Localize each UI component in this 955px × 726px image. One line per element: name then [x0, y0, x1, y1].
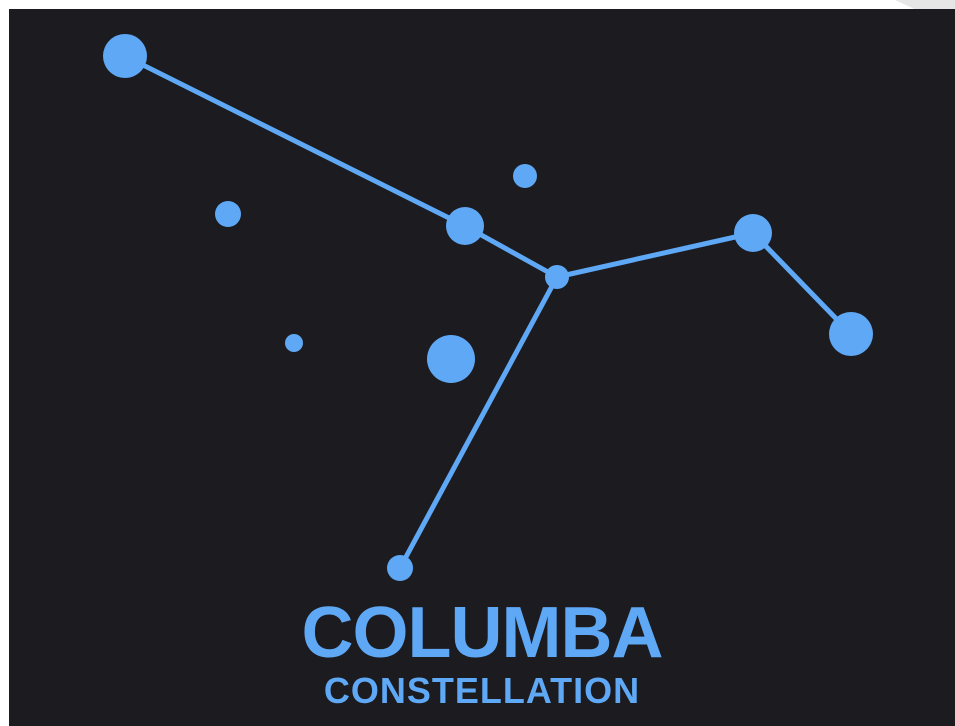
star-bottom: [387, 555, 413, 581]
line-gamma-delta: [554, 230, 756, 280]
star-isolated-top: [513, 164, 537, 188]
star-isolated-small: [285, 334, 303, 352]
constellation-title: COLUMBA: [301, 593, 664, 673]
constellation-subtitle: CONSTELLATION: [323, 670, 641, 711]
star-upper-left: [103, 34, 147, 78]
star-isolated-large: [427, 335, 475, 383]
star-isolated-left: [215, 201, 241, 227]
star-right: [734, 214, 772, 252]
constellation-chart: [103, 34, 873, 581]
star-far-right: [829, 312, 873, 356]
star-center-left: [446, 207, 484, 245]
line-alpha-beta: [122, 53, 468, 229]
star-junction: [545, 265, 569, 289]
line-delta-epsilon: [750, 230, 854, 337]
constellation-stars: [103, 34, 873, 581]
constellation-lines: [122, 53, 854, 571]
line-gamma-eta: [397, 274, 560, 571]
constellation-poster: COLUMBA CONSTELLATION: [9, 9, 955, 726]
